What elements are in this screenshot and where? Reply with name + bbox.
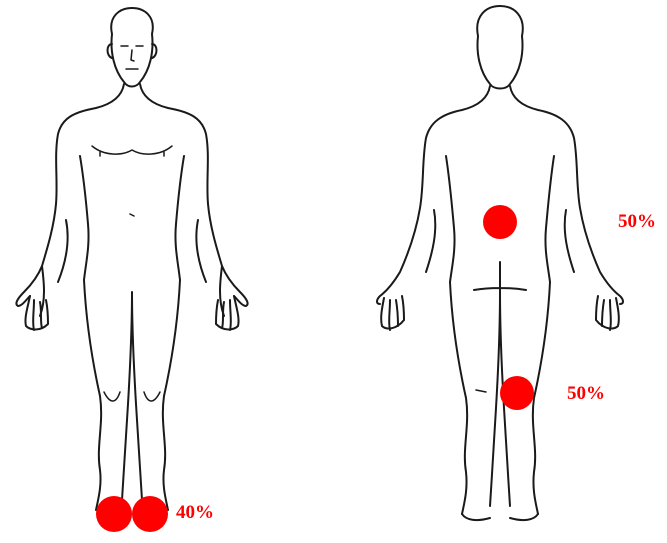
front-body-figure [16, 8, 247, 510]
front-chest-details [92, 146, 172, 216]
back-head-outline [477, 6, 523, 89]
marker-back-knee [500, 376, 534, 410]
percent-label-lower-back: 50% [618, 212, 656, 231]
back-body-figure [377, 6, 623, 520]
back-hand-right [596, 296, 619, 330]
marker-front-left-ankle [96, 496, 132, 532]
marker-front-right-ankle [132, 496, 168, 532]
percent-label-knee: 50% [567, 384, 605, 403]
front-legs-outline [84, 280, 180, 510]
front-torso-arms-outline [16, 84, 247, 316]
front-head-outline [111, 8, 153, 87]
front-hand-left [25, 296, 48, 330]
percent-label-ankles: 40% [176, 503, 214, 522]
front-hand-right [216, 296, 239, 330]
back-legs-outline [450, 282, 550, 514]
front-face-features [121, 46, 143, 69]
back-hand-left [381, 296, 404, 330]
back-feet [462, 514, 538, 520]
front-torso-sides [58, 156, 206, 282]
marker-back-lower-back [483, 205, 517, 239]
front-knee-details [104, 392, 160, 401]
back-buttocks-details [474, 262, 526, 292]
